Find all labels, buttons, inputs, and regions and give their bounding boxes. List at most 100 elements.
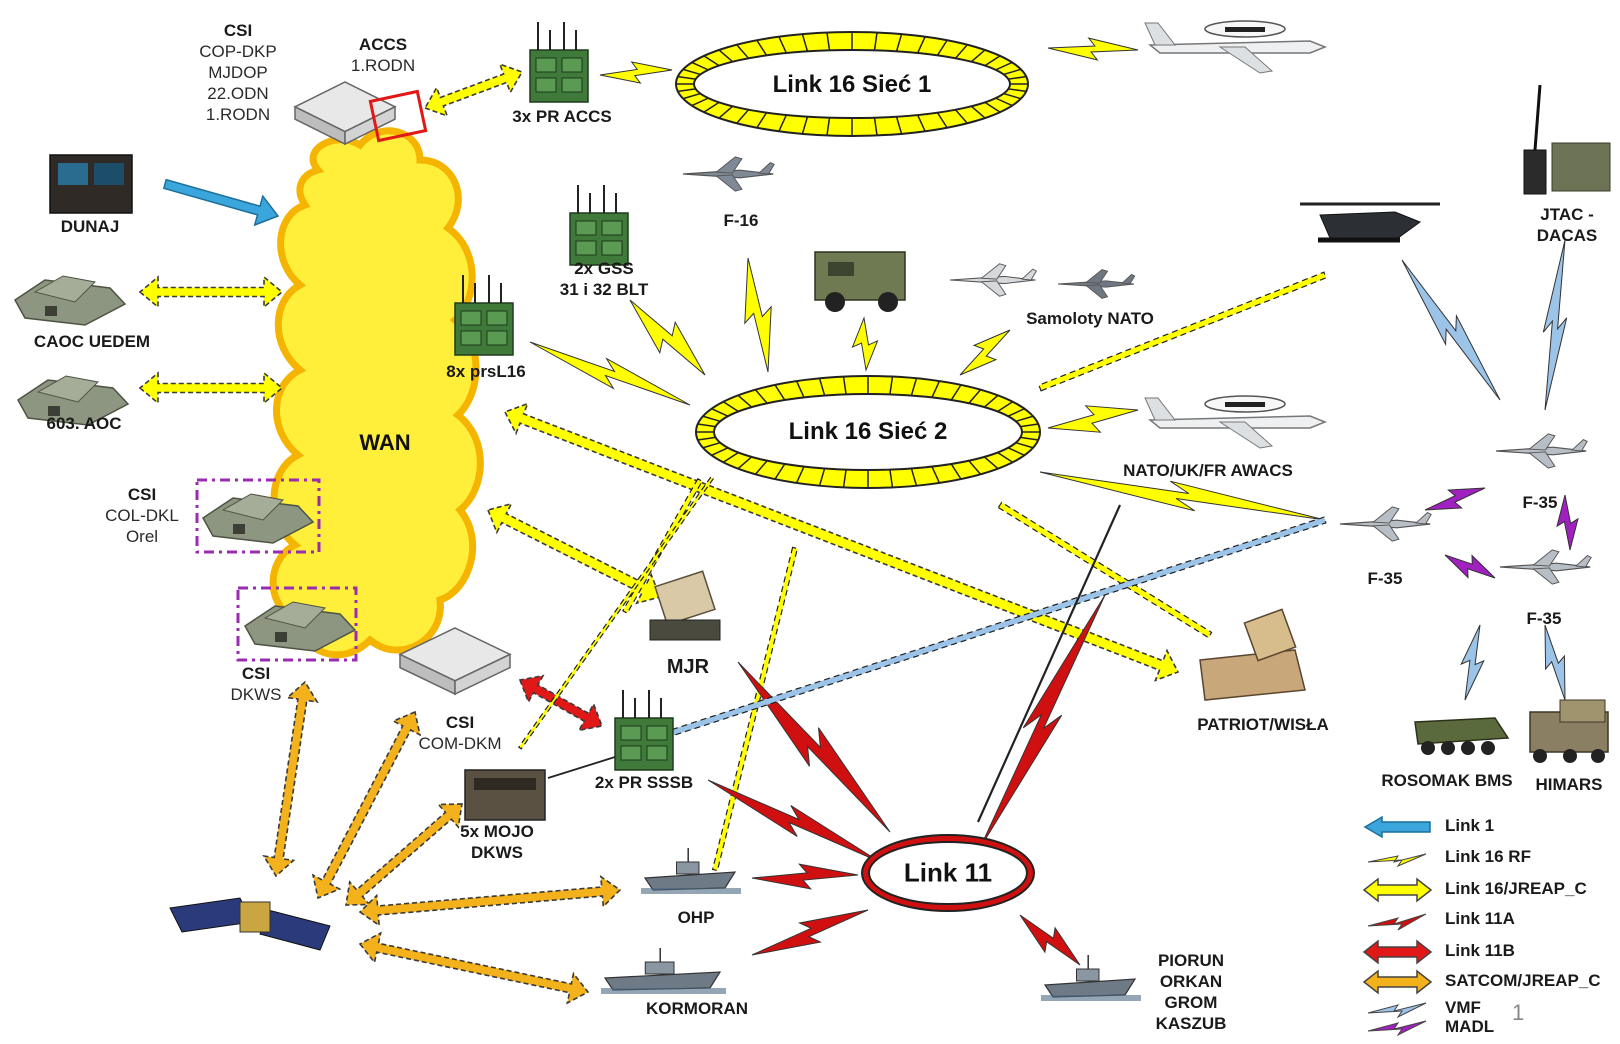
link-rings [675, 31, 1041, 912]
vmf-apache-f35 [1401, 259, 1501, 401]
mojo-line-1: 5x MOJO [460, 822, 534, 841]
aoc603-label: 603. AOC [46, 414, 122, 433]
himars-label: HIMARS [1535, 775, 1603, 794]
nato-plane-b-icon [1057, 269, 1136, 299]
link-lines [138, 37, 1579, 1005]
jreap-link-accs-pr [423, 62, 524, 118]
link16rf-prsl16-net2 [529, 341, 691, 406]
satcom-sat-ohp [358, 874, 622, 928]
mjr-launcher-icon [649, 570, 721, 641]
gss-line-1: 2x GSS [574, 259, 634, 278]
ohp-ship-icon [641, 848, 741, 894]
legend-label: SATCOM/JREAP_C [1445, 971, 1601, 990]
jreap-link-caoc-wan [138, 275, 284, 309]
link16rf-gss-net2 [629, 299, 706, 376]
legend-label: Link 11A [1445, 909, 1515, 928]
link11a-ohp-link11 [751, 863, 859, 890]
humvee-icon [814, 251, 906, 312]
accs-title: ACCS [358, 35, 408, 54]
link16rf-net1-awacs [1047, 37, 1139, 61]
awacs-top-icon [1144, 20, 1328, 74]
caoc-tent-icon [14, 275, 127, 326]
wan-cloud [269, 127, 484, 659]
ring-link11 [861, 834, 1035, 912]
purple-bolt-icon [1367, 1020, 1427, 1037]
vmf-jtac-f35 [1542, 239, 1568, 411]
mojo-terminal-icon [464, 769, 546, 821]
legend-row-link11b: Link 11B [1360, 938, 1620, 966]
orange-double-arrow-icon [1362, 969, 1433, 995]
jtac-line-2: DACAS [1536, 226, 1598, 245]
legend-label: Link 16/JREAP_C [1445, 879, 1587, 898]
dunaj-console-icon [49, 154, 133, 214]
f35-c-label: F-35 [1526, 609, 1562, 628]
legend-label: VMF [1445, 998, 1481, 1017]
csi-col-line-2: Orel [125, 527, 159, 546]
link16rf-pr-net1 [599, 61, 673, 84]
gss-radio-icon [569, 185, 629, 266]
legend-label: Link 1 [1445, 816, 1495, 835]
blue-bolt-icon [1367, 1002, 1427, 1019]
csi-top-line-4: 1.RODN [205, 105, 271, 124]
awacs-label: NATO/UK/FR AWACS [1123, 461, 1293, 480]
vmf-f35-himars [1544, 624, 1566, 701]
link16rf-net2-awacs [1047, 405, 1139, 433]
csi-top-line-1: COP-DKP [199, 42, 277, 61]
ships-line-1: PIORUN [1157, 951, 1225, 970]
legend-row-vmf: VMF [1360, 995, 1620, 1023]
prsl16-label: 8x prsL16 [446, 362, 526, 381]
gss-line-2: 31 i 32 BLT [559, 280, 649, 299]
link-line-mojo-sssb [547, 756, 616, 779]
legend-row-madl: MADL [1360, 1015, 1620, 1043]
link16-beam-net2-patriot [997, 501, 1213, 639]
ring-label-link16-net1: Link 16 Sieć 1 [772, 71, 932, 98]
wan-label: WAN [359, 430, 411, 455]
legend-label: Link 16 RF [1445, 847, 1531, 866]
jtac-radio-icon [1523, 84, 1611, 195]
patriot-label: PATRIOT/WISŁA [1197, 715, 1329, 734]
csi-top-title: CSI [223, 21, 253, 40]
csi-col-tent-icon [202, 493, 315, 544]
link16rf-f16-net2 [744, 257, 772, 373]
jtac-line-1: JTAC - [1540, 205, 1594, 224]
f35-b-label: F-35 [1367, 569, 1403, 588]
yellow-bolt-icon [1367, 853, 1427, 868]
ring-label-link16-net2: Link 16 Sieć 2 [788, 418, 948, 445]
csi-top-line-2: MJDOP [208, 63, 268, 82]
link11a-kormoran-link11 [751, 909, 869, 956]
kormoran-label: KORMORAN [646, 999, 748, 1018]
csi-col-title: CSI [127, 485, 157, 504]
legend-row-link11a: Link 11A [1360, 906, 1620, 934]
ring-link16-net1 [675, 31, 1029, 137]
csi-dkws-sub: DKWS [230, 685, 282, 704]
csi-col-frame [195, 478, 321, 554]
wan-cloud-shape [269, 127, 484, 659]
legend-row-satcom: SATCOM/JREAP_C [1360, 968, 1620, 996]
aoc603-tent-icon [17, 375, 130, 426]
prsl16-radio-icon [454, 275, 514, 356]
legend-label: MADL [1445, 1017, 1495, 1036]
ships-line-3: GROM [1164, 993, 1218, 1012]
csi-top-line-3: 22.ODN [207, 84, 269, 103]
legend-row-link16rf: Link 16 RF [1360, 844, 1620, 872]
ring-link16-net2 [695, 375, 1041, 489]
jreap-link-wan-patriot [503, 402, 1180, 682]
pr-accs-radio-icon [529, 22, 589, 103]
link11b-csi-sssb [518, 674, 604, 732]
link11a-mjr-link11 [737, 661, 891, 833]
ohp-label: OHP [677, 908, 715, 927]
mjr-label: MJR [666, 656, 710, 678]
jreap-link-aoc-wan [138, 371, 284, 405]
link1-dunaj-wan [162, 178, 280, 227]
madl-f35a-f35c [1556, 494, 1579, 551]
dunaj-label: DUNAJ [60, 217, 120, 236]
link16rf-humvee-net2 [851, 316, 879, 372]
patriot-launcher-icon [1199, 608, 1306, 701]
kormoran-ship-icon [601, 948, 726, 994]
link11a-link11-ships [1019, 914, 1081, 966]
pr-sssb-radio-icon [614, 690, 674, 771]
madl-f35b-f35a [1424, 487, 1486, 511]
apache-helicopter-icon [1300, 202, 1440, 243]
